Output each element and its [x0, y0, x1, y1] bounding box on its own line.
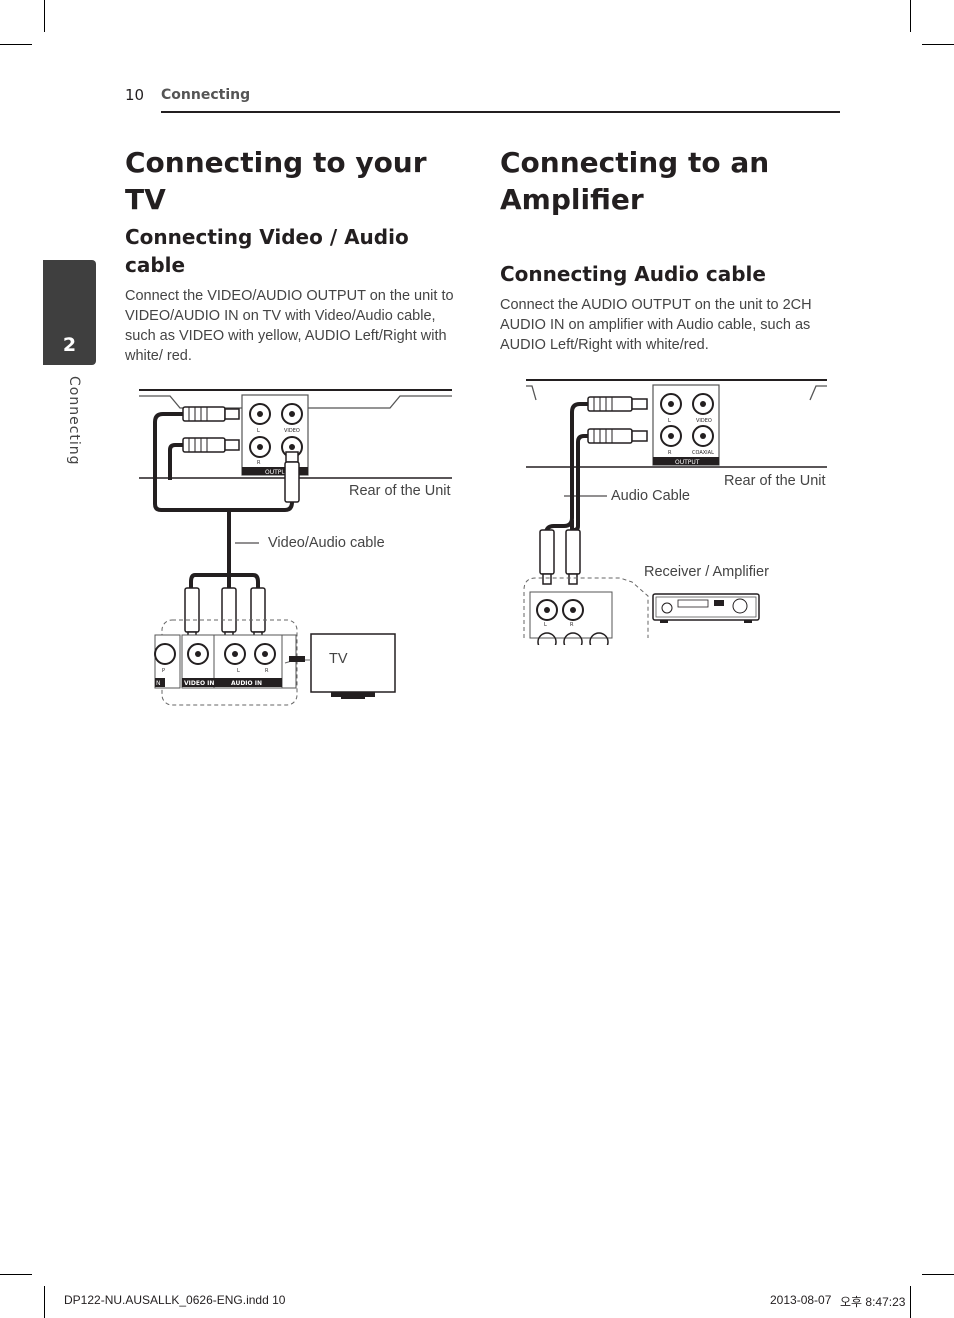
chapter-tab [43, 260, 96, 365]
left-title: Connecting to your TV [125, 146, 427, 216]
tv-l-label: L [237, 668, 240, 674]
receiver-amplifier-label: Receiver / Amplifier [644, 564, 769, 580]
audio-in-label: AUDIO IN [231, 680, 262, 687]
crop-mark [922, 44, 954, 45]
video-in-label: VIDEO IN [184, 680, 214, 687]
jack-r-label: R [257, 460, 261, 466]
tv-r-label: R [265, 668, 269, 674]
right-title: Connecting to an Amplifier [500, 146, 770, 216]
crop-mark [0, 1274, 32, 1275]
crop-mark [910, 0, 911, 32]
left-body: Connect the VIDEO/AUDIO OUTPUT on the un… [125, 288, 454, 364]
chapter-label: Connecting [66, 376, 82, 466]
header-rule [161, 111, 840, 113]
edge-in-label: N [156, 680, 161, 687]
output-label: OUTPUT [675, 459, 700, 466]
jack-r-label: R [668, 450, 672, 456]
jack-l-label: L [257, 428, 260, 434]
rear-of-unit-label: Rear of the Unit [724, 473, 826, 489]
page-number: 10 [125, 86, 145, 104]
amp-l-label: L [544, 622, 547, 628]
left-subtitle: Connecting Video / Audio cable [125, 225, 409, 277]
chapter-number: 2 [62, 334, 77, 356]
rear-of-unit-label: Rear of the Unit [349, 483, 451, 499]
crop-mark [0, 44, 32, 45]
tv-connection-diagram: OUTPUT L VIDEO R VIDEO IN AUDIO IN N P L… [139, 389, 452, 706]
crop-mark [44, 1286, 45, 1318]
crop-mark [910, 1286, 911, 1318]
footer-date: 2013-08-07 [770, 1293, 832, 1307]
amp-r-label: R [570, 622, 574, 628]
amplifier-connection-diagram: OUTPUT L VIDEO R COAXIAL L R [523, 379, 827, 645]
jack-l-label: L [668, 418, 671, 424]
footer-filename: DP122-NU.AUSALLK_0626-ENG.indd 10 [64, 1293, 286, 1307]
output-label: OUTPUT [265, 469, 290, 476]
audio-cable-label: Audio Cable [611, 488, 690, 504]
crop-mark [44, 0, 45, 32]
jack-coaxial-label: COAXIAL [692, 450, 714, 456]
right-body: Connect the AUDIO OUTPUT on the unit to … [500, 297, 812, 353]
video-audio-cable-label: Video/Audio cable [268, 535, 385, 551]
pr-label: P [162, 668, 165, 674]
crop-mark [922, 1274, 954, 1275]
right-subtitle: Connecting Audio cable [500, 262, 766, 286]
tv-label: TV [329, 651, 348, 667]
jack-video-label: VIDEO [696, 418, 712, 424]
jack-video-label: VIDEO [284, 428, 300, 434]
footer-time: 오후 8:47:23 [840, 1295, 906, 1309]
running-header: Connecting [161, 87, 251, 103]
